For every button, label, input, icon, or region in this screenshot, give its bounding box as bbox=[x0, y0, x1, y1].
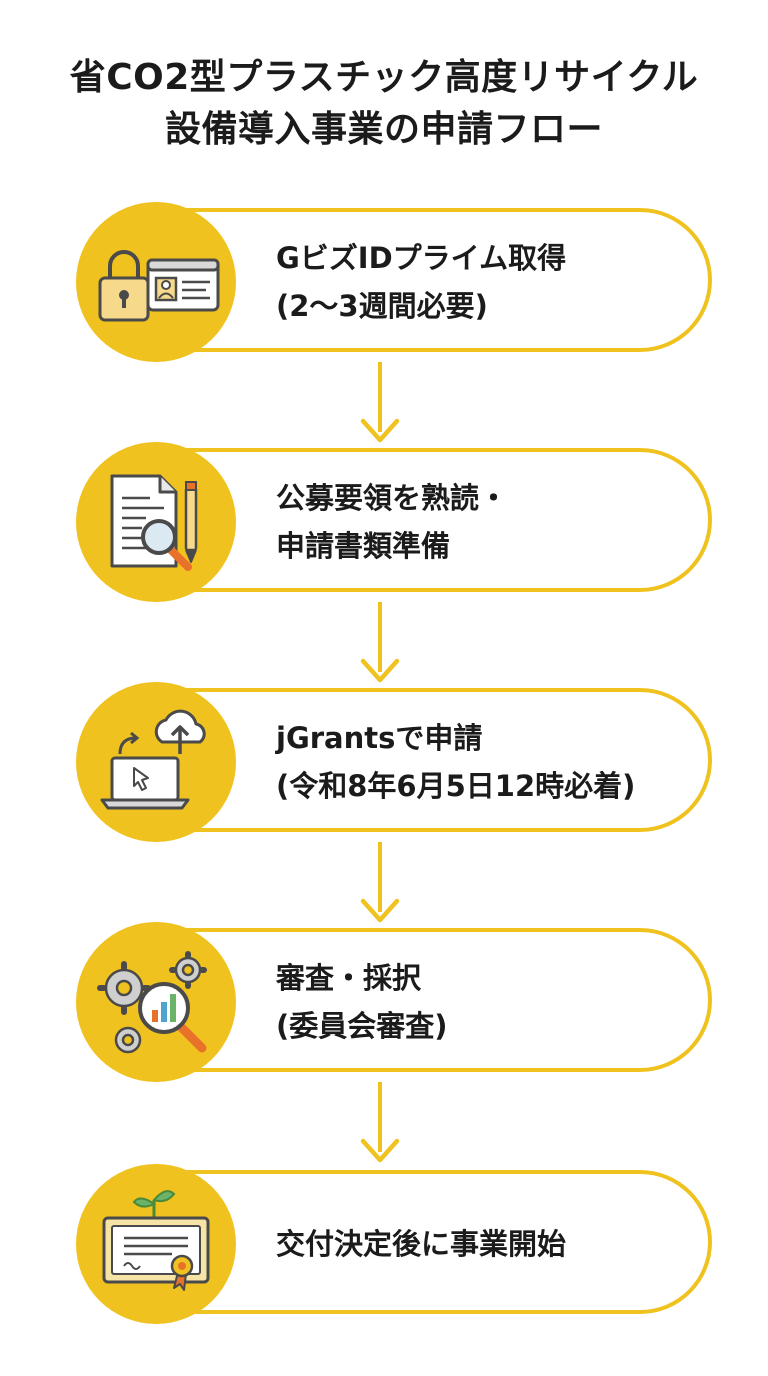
step-box bbox=[176, 928, 712, 1072]
step-label: 公募要領を熟読・ bbox=[276, 481, 509, 515]
flow-step-4: 審査・採択 (委員会審査) bbox=[76, 922, 716, 1082]
step-icon-circle bbox=[76, 1164, 236, 1324]
step-icon-circle bbox=[76, 442, 236, 602]
arrow-down-icon bbox=[360, 418, 400, 443]
document-magnifier-pen-icon bbox=[110, 474, 198, 571]
step-text: GビズIDプライム取得 (2〜3週間必要) bbox=[276, 202, 696, 362]
step-note: (2〜3週間必要) bbox=[276, 289, 488, 323]
step-note: 申請書類準備 bbox=[276, 529, 451, 563]
flow-step-3: jGrantsで申請 (令和8年6月5日12時必着) bbox=[76, 682, 716, 842]
step-icon-circle bbox=[76, 202, 236, 362]
step-label: 審査・採択 bbox=[276, 961, 422, 995]
step-note: (委員会審査) bbox=[276, 1009, 448, 1043]
step-text: 公募要領を熟読・ 申請書類準備 bbox=[276, 442, 696, 602]
step-text: 交付決定後に事業開始 bbox=[276, 1164, 696, 1324]
connector-4 bbox=[378, 1082, 382, 1152]
step-label: GビズIDプライム取得 bbox=[276, 241, 567, 275]
connector-3 bbox=[378, 842, 382, 912]
arrow-down-icon bbox=[360, 898, 400, 923]
laptop-cloud-upload-icon bbox=[100, 709, 206, 810]
padlock-id-card-icon bbox=[98, 250, 220, 322]
certificate-sprout-icon bbox=[102, 1190, 210, 1291]
connector-2 bbox=[378, 602, 382, 672]
flow-step-1: GビズIDプライム取得 (2〜3週間必要) bbox=[76, 202, 716, 362]
arrow-down-icon bbox=[360, 658, 400, 683]
connector-1 bbox=[378, 362, 382, 432]
step-label: 交付決定後に事業開始 bbox=[276, 1227, 567, 1261]
step-label: jGrantsで申請 bbox=[276, 721, 483, 755]
step-text: jGrantsで申請 (令和8年6月5日12時必着) bbox=[276, 682, 696, 842]
flow-step-2: 公募要領を熟読・ 申請書類準備 bbox=[76, 442, 716, 602]
gears-chart-magnifier-icon bbox=[97, 951, 207, 1054]
step-box bbox=[176, 448, 712, 592]
title-line-1: 省CO2型プラスチック高度リサイクル bbox=[69, 57, 699, 98]
step-box bbox=[176, 208, 712, 352]
page-title: 省CO2型プラスチック高度リサイクル 設備導入事業の申請フロー bbox=[0, 52, 768, 156]
step-icon-circle bbox=[76, 922, 236, 1082]
flow-step-5: 交付決定後に事業開始 bbox=[76, 1164, 716, 1324]
step-text: 審査・採択 (委員会審査) bbox=[276, 922, 696, 1082]
step-box bbox=[176, 1170, 712, 1314]
step-icon-circle bbox=[76, 682, 236, 842]
step-note: (令和8年6月5日12時必着) bbox=[276, 769, 636, 803]
title-line-2: 設備導入事業の申請フロー bbox=[164, 109, 603, 150]
arrow-down-icon bbox=[360, 1138, 400, 1163]
step-box bbox=[176, 688, 712, 832]
